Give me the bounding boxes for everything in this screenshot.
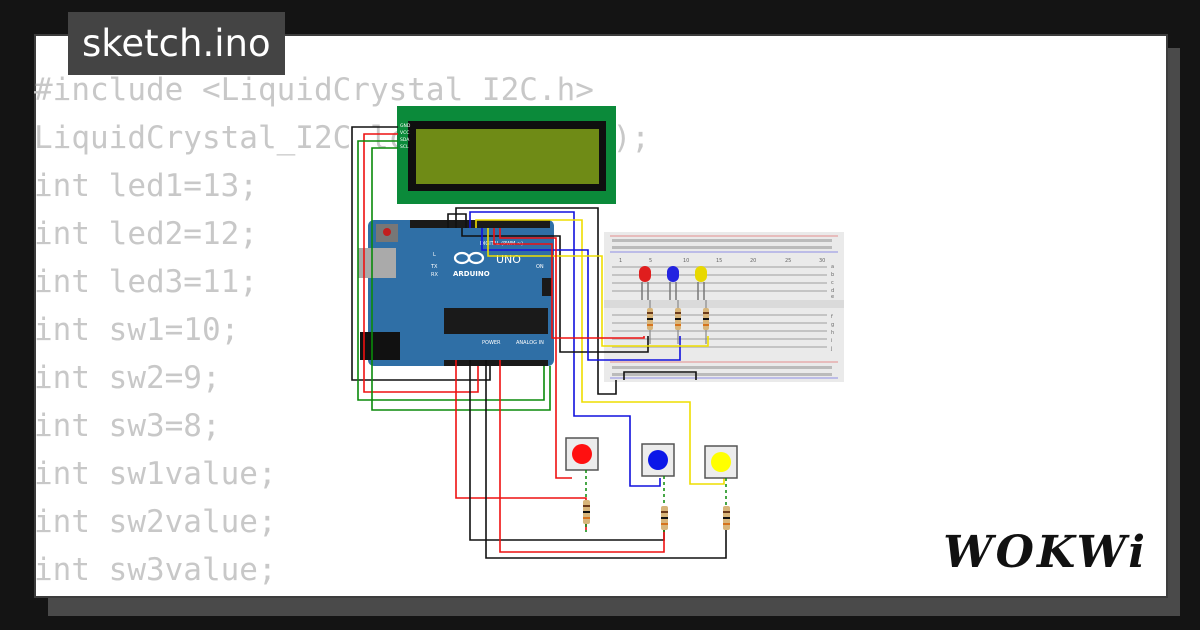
column-number: 1: [619, 258, 622, 264]
row-letter: i: [831, 338, 832, 344]
row-letter: c: [831, 280, 834, 286]
column-number: 25: [785, 258, 791, 264]
tx-label: TX: [430, 264, 438, 270]
column-number: 5: [649, 258, 652, 264]
arduino-logo-icon: [453, 251, 485, 265]
lcd-display[interactable]: GND VCC SDA SCL: [397, 106, 616, 204]
row-letter: e: [831, 294, 834, 300]
lcd-pin-label: GND: [400, 123, 411, 129]
pulldown-resistor: [583, 470, 590, 532]
column-number: 30: [819, 258, 825, 264]
code-line: int led2=12;: [34, 216, 258, 252]
reset-button[interactable]: [383, 228, 391, 236]
row-letter: j: [830, 346, 832, 352]
pulldown-resistor: [723, 478, 730, 532]
code-line: int sw2=9;: [34, 360, 221, 396]
pushbutton-red[interactable]: [565, 437, 599, 471]
code-line: int sw3value;: [34, 552, 277, 588]
circuit-diagram: GND VCC SDA SCL 1 5 10 15 2: [351, 106, 844, 559]
column-number: 10: [683, 258, 689, 264]
lcd-pin-label: SDA: [400, 137, 410, 143]
board-brand: ARDUINO: [453, 270, 490, 278]
pushbutton-yellow[interactable]: [704, 445, 738, 479]
led-blue: [667, 266, 679, 300]
code-line: int sw1=10;: [34, 312, 240, 348]
breadboard[interactable]: 1 5 10 15 20 25 30 a b c d e f g h i j: [604, 232, 844, 382]
resistor: [647, 300, 653, 344]
l-label: L: [433, 252, 436, 258]
code-line: int led3=11;: [34, 264, 258, 300]
row-letter: h: [831, 330, 834, 336]
column-number: 20: [750, 258, 756, 264]
code-line: #include <LiquidCrystal_I2C.h>: [34, 72, 594, 108]
lcd-pin-label: VCC: [400, 130, 409, 136]
row-letter: f: [831, 314, 833, 320]
resistor: [703, 300, 709, 344]
row-letter: a: [831, 264, 834, 270]
row-letter: d: [831, 288, 834, 294]
file-tab[interactable]: sketch.ino: [68, 12, 285, 75]
pushbutton-blue[interactable]: [641, 443, 675, 477]
row-letter: b: [831, 272, 834, 278]
wokwi-logo: WOKWi: [943, 527, 1148, 578]
arduino-uno-board[interactable]: UNO ARDUINO DIGITAL (PWM ~) POWER ANALOG…: [358, 220, 554, 366]
code-line: int sw3=8;: [34, 408, 221, 444]
code-line: int sw2value;: [34, 504, 277, 540]
led-yellow: [695, 266, 707, 300]
rx-label: RX: [431, 272, 438, 278]
row-letter: g: [831, 322, 834, 328]
code-line: int sw1value;: [34, 456, 277, 492]
resistor: [675, 300, 681, 344]
pulldown-resistor: [661, 476, 668, 532]
column-number: 15: [716, 258, 722, 264]
analog-label: ANALOG IN: [516, 340, 544, 346]
power-label: POWER: [482, 340, 501, 346]
code-line: int led1=13;: [34, 168, 258, 204]
led-red: [639, 266, 651, 300]
wires: [351, 126, 727, 559]
board-model: UNO: [496, 253, 521, 266]
lcd-pin-label: SCL: [400, 144, 409, 150]
on-label: ON: [536, 264, 544, 270]
